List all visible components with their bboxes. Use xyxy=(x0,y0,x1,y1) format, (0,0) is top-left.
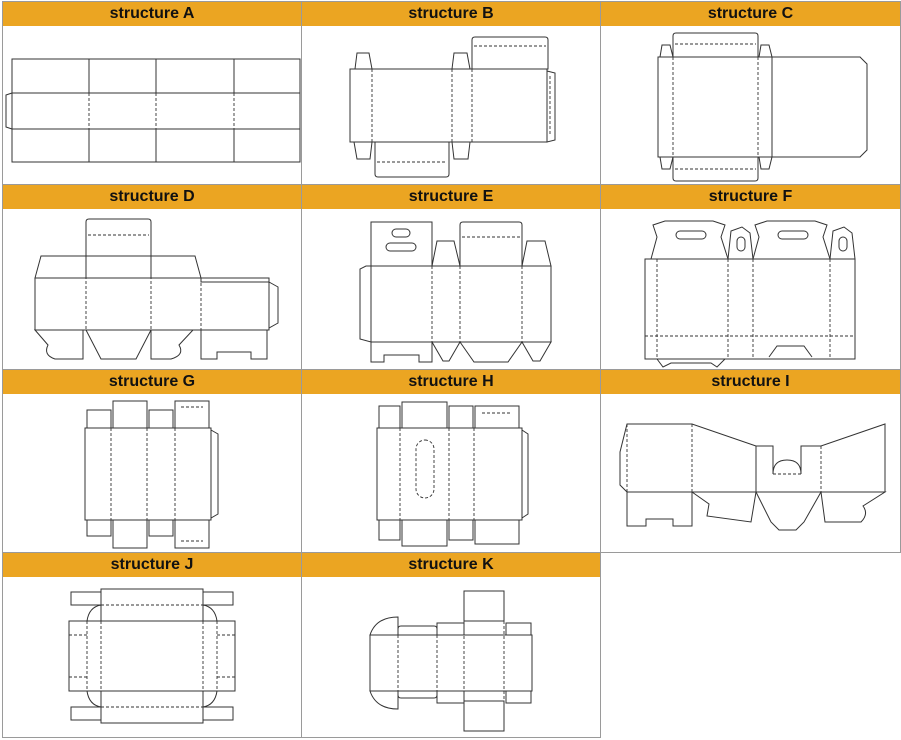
structure-j-cell: structure J xyxy=(2,552,302,738)
structure-b-cell: structure B xyxy=(301,1,601,185)
structure-k-cell: structure K xyxy=(301,552,601,738)
structure-k-label: structure K xyxy=(302,553,600,577)
structure-c-label: structure C xyxy=(601,2,900,26)
structure-f-dieline xyxy=(644,220,856,368)
structure-d-cell: structure D xyxy=(2,184,302,370)
structure-f-label: structure F xyxy=(601,185,900,209)
structure-g-cell: structure G xyxy=(2,369,302,553)
structure-b-dieline xyxy=(349,36,556,178)
structure-b-label: structure B xyxy=(302,2,600,26)
structure-h-dieline xyxy=(376,401,529,547)
structure-i-label: structure I xyxy=(601,370,900,394)
structure-d-label: structure D xyxy=(3,185,301,209)
structure-h-cell: structure H xyxy=(301,369,601,553)
structure-e-label: structure E xyxy=(302,185,600,209)
structure-a-dieline xyxy=(5,58,301,163)
structure-j-dieline xyxy=(68,588,236,724)
structure-f-cell: structure F xyxy=(600,184,901,370)
structure-a-cell: structure A xyxy=(2,1,302,185)
structure-g-dieline xyxy=(84,400,219,549)
structure-c-dieline xyxy=(657,32,868,182)
structure-h-label: structure H xyxy=(302,370,600,394)
structure-g-label: structure G xyxy=(3,370,301,394)
structure-i-cell: structure I xyxy=(600,369,901,553)
structure-k-dieline xyxy=(369,590,533,732)
structure-c-cell: structure C xyxy=(600,1,901,185)
structure-e-cell: structure E xyxy=(301,184,601,370)
structure-a-label: structure A xyxy=(3,2,301,26)
structure-j-label: structure J xyxy=(3,553,301,577)
structure-e-dieline xyxy=(359,221,552,363)
structure-i-dieline xyxy=(619,423,887,531)
structure-d-dieline xyxy=(33,218,279,360)
